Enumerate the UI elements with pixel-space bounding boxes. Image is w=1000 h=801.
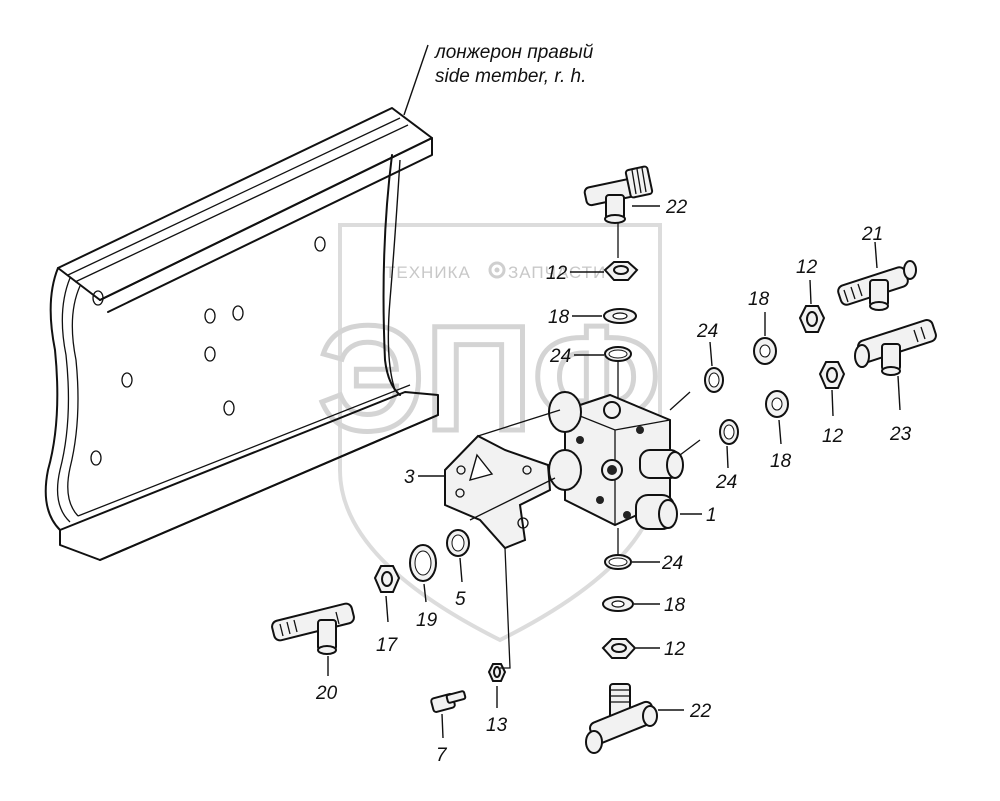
ring-5 xyxy=(446,529,470,557)
ring-24-center-bottom xyxy=(604,554,632,570)
nut-12-center-bottom xyxy=(601,638,637,659)
watermark-gear-icon xyxy=(488,261,506,279)
valve-block-1 xyxy=(548,391,684,530)
callout-13: 13 xyxy=(486,715,508,736)
callout-19: 19 xyxy=(416,610,438,631)
callouts: 22 12 18 24 24 24 24 1 3 5 18 12 22 18 1… xyxy=(315,197,912,766)
mounting-bracket-3 xyxy=(444,434,552,550)
callout-24-right-upper: 24 xyxy=(696,321,718,342)
watermark-top-text-right: ЗАПЧАСТИ xyxy=(508,263,606,282)
washer-18-right-upper xyxy=(753,337,777,365)
nut-17 xyxy=(373,565,401,593)
washer-19 xyxy=(409,544,437,582)
callout-12-right-upper: 12 xyxy=(796,257,818,278)
callout-7: 7 xyxy=(436,745,448,766)
rail-hole xyxy=(92,290,104,306)
washer-18-right-lower xyxy=(765,390,789,418)
callout-18-center-bottom: 18 xyxy=(664,595,686,616)
ring-24-center-top xyxy=(604,346,632,362)
callout-24-right-lower: 24 xyxy=(715,472,737,493)
tee-fitting-22-bottom xyxy=(585,683,658,754)
callout-5: 5 xyxy=(455,589,466,610)
assembly-lines xyxy=(469,222,701,669)
callout-3: 3 xyxy=(404,467,415,488)
rail-hole xyxy=(90,450,102,466)
tee-fitting-21 xyxy=(837,260,917,311)
callout-12-right-lower: 12 xyxy=(822,426,844,447)
rail-hole xyxy=(223,400,235,416)
callout-20: 20 xyxy=(315,683,338,704)
tee-fitting-22-top xyxy=(583,165,654,224)
callout-1: 1 xyxy=(706,505,717,526)
rail-hole xyxy=(204,308,216,324)
callout-12-center-bottom: 12 xyxy=(664,639,686,660)
callout-23: 23 xyxy=(889,424,912,445)
callout-17: 17 xyxy=(376,635,399,656)
callout-18-center-top: 18 xyxy=(548,307,570,328)
ring-24-right-upper xyxy=(704,367,724,393)
washer-18-center-bottom xyxy=(602,596,634,612)
rail-hole xyxy=(204,346,216,362)
watermark-top-text-left: ТЕХНИКА xyxy=(385,263,471,282)
callout-21: 21 xyxy=(861,224,883,245)
caption-english: side member, r. h. xyxy=(435,66,586,87)
callout-12-center-top: 12 xyxy=(546,263,568,284)
callout-22-bottom: 22 xyxy=(689,701,712,722)
tee-fitting-20 xyxy=(271,602,355,655)
callout-22-top: 22 xyxy=(665,197,688,218)
nut-12-center-top xyxy=(603,261,639,281)
rail-hole xyxy=(314,236,326,252)
ring-24-right-lower xyxy=(719,419,739,445)
nut-13 xyxy=(487,663,507,682)
nut-12-right-lower xyxy=(818,361,846,389)
nut-12-right-upper xyxy=(798,305,826,333)
callout-18-right-lower: 18 xyxy=(770,451,792,472)
callout-24-center-bottom: 24 xyxy=(661,553,683,574)
tee-fitting-23 xyxy=(854,319,937,376)
rail-hole xyxy=(121,372,133,388)
callout-18-right-upper: 18 xyxy=(748,289,770,310)
callout-24-center-top: 24 xyxy=(549,346,571,367)
bolt-7 xyxy=(430,690,467,713)
rail-hole xyxy=(232,305,244,321)
side-member-rail xyxy=(44,44,439,561)
caption-russian: лонжерон правый xyxy=(434,42,594,63)
washer-18-center-top xyxy=(603,308,637,324)
